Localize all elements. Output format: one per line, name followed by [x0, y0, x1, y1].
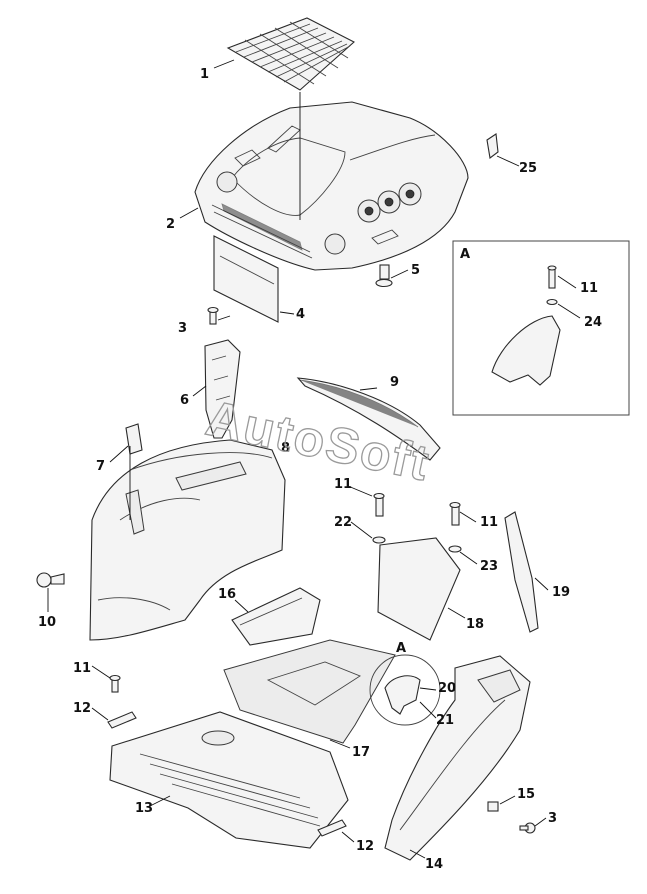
callout-6: 6	[180, 393, 189, 408]
callout-12-b: 12	[356, 839, 374, 854]
callout-22: 22	[334, 515, 352, 530]
callout-19: 19	[552, 585, 570, 600]
part-2-upper-panel	[194, 101, 469, 271]
part-4-bracket	[213, 235, 279, 323]
part-12-bracket-b	[317, 819, 347, 837]
part-6-pillar	[204, 339, 241, 439]
part-12-bracket-a	[107, 711, 137, 729]
callout-14: 14	[425, 857, 443, 872]
part-25-clip	[486, 133, 499, 159]
part-1-grille	[226, 17, 355, 91]
part-7-piece	[125, 423, 143, 455]
part-16-housing	[231, 587, 321, 646]
callout-11-b: 11	[480, 515, 498, 530]
callout-17: 17	[352, 745, 370, 760]
callout-9: 9	[390, 375, 399, 390]
callout-4: 4	[296, 307, 305, 322]
callout-7: 7	[96, 459, 105, 474]
part-11-bolt-b	[449, 501, 461, 526]
part-8-front-cover	[89, 439, 286, 641]
callout-11-a: 11	[334, 477, 352, 492]
callout-25: 25	[519, 161, 537, 176]
callouts: 1 2 25 5 3 4 6 9 7 8 11 22 11 23 19 10 1…	[38, 67, 602, 872]
callout-11-inset: 11	[580, 281, 598, 296]
callout-5: 5	[411, 263, 420, 278]
part-14-side-rail	[384, 655, 531, 861]
detail-circle-a: A	[369, 641, 441, 726]
part-17-floor-mat	[223, 639, 396, 744]
part-19-strip	[504, 511, 539, 633]
callout-1: 1	[200, 67, 209, 82]
callout-12-a: 12	[73, 701, 91, 716]
callout-13: 13	[135, 801, 153, 816]
callout-8: 8	[281, 441, 290, 456]
part-11-bolt-c	[109, 674, 121, 693]
part-13-floor-pan	[109, 711, 349, 849]
callout-2: 2	[166, 217, 175, 232]
inset-a-box: A	[452, 240, 630, 416]
callout-20: 20	[438, 681, 456, 696]
callout-15: 15	[517, 787, 535, 802]
callout-16: 16	[218, 587, 236, 602]
callout-18: 18	[466, 617, 484, 632]
callout-23: 23	[480, 559, 498, 574]
part-18-panel	[377, 537, 461, 641]
leader-lines	[47, 59, 581, 859]
part-22-washer	[372, 536, 386, 544]
part-9-strip	[296, 377, 441, 461]
part-15-nut	[487, 801, 499, 812]
part-3-screw-lower	[519, 822, 536, 834]
inset-label: A	[460, 247, 470, 262]
callout-21: 21	[436, 713, 454, 728]
part-10-valve	[36, 572, 65, 588]
callout-24: 24	[584, 315, 602, 330]
part-3-screw	[207, 306, 219, 325]
callout-3: 3	[178, 321, 187, 336]
part-11-bolt-a	[373, 492, 385, 517]
callout-10: 10	[38, 615, 56, 630]
callout-11-c: 11	[73, 661, 91, 676]
callout-3-lower: 3	[548, 811, 557, 826]
part-23-washer	[448, 545, 462, 553]
part-5-fastener	[375, 264, 393, 288]
detail-callout-label: A	[396, 641, 406, 656]
